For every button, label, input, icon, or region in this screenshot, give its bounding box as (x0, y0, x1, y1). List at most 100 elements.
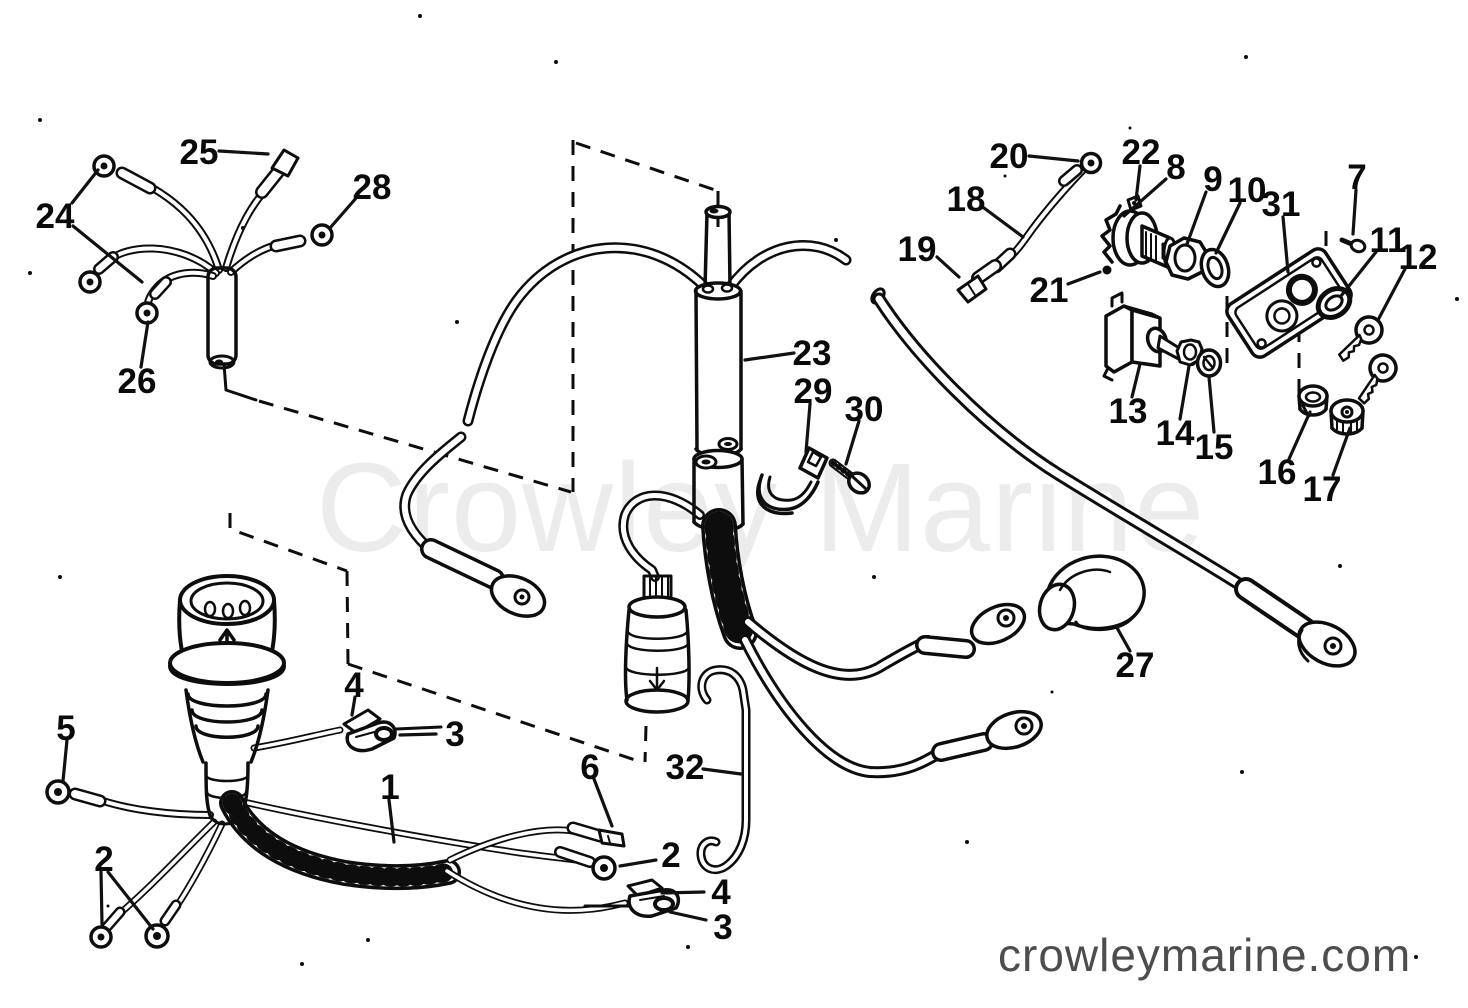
callout-leader-line (328, 195, 359, 230)
callout-label-17: 17 (1303, 470, 1342, 509)
battery-cable (870, 287, 1357, 668)
callout-label-23: 23 (793, 334, 832, 373)
callout-leader-line (1066, 270, 1102, 286)
callout-leader-line (1185, 190, 1208, 246)
callout-label-11: 11 (1370, 221, 1407, 260)
callout-label-15: 15 (1195, 428, 1234, 467)
callout-leader-line (1122, 177, 1168, 218)
dashed-group-lines (228, 140, 1328, 765)
callout-leader-line (1178, 364, 1191, 421)
wrapped-cable-1 (222, 793, 458, 887)
callout-leader-line (668, 910, 708, 922)
callout-leader-line (935, 255, 961, 279)
callout-label-20: 20 (990, 137, 1029, 176)
cable-tube-23 (693, 281, 743, 301)
callout-label-2: 2 (94, 840, 113, 879)
clamp-screw (828, 458, 871, 495)
toggle-switch (1102, 291, 1197, 382)
flat-washer (1199, 247, 1231, 289)
callout-label-19: 19 (898, 230, 937, 269)
callout-label-12: 12 (1399, 238, 1438, 277)
cable-lug (489, 574, 547, 618)
callout-label-3: 3 (713, 908, 732, 947)
callout-leader-line (701, 767, 743, 776)
callout-label-27: 27 (1116, 646, 1155, 685)
callout-label-31: 31 (1262, 185, 1301, 224)
callout-label-4: 4 (711, 873, 731, 912)
callout-leader-line (99, 869, 104, 926)
callout-label-22: 22 (1122, 133, 1161, 172)
callout-leader-line (398, 732, 438, 737)
callout-label-6: 6 (580, 748, 599, 787)
ignition-keys (1337, 315, 1398, 405)
callout-leader-line (1331, 426, 1352, 477)
callout-leader-line (1114, 624, 1132, 653)
battery-lead-lug-lower (985, 709, 1043, 751)
callout-label-10: 10 (1228, 171, 1267, 210)
callout-label-8: 8 (1166, 148, 1185, 187)
callout-leader-line (1214, 201, 1242, 255)
callout-label-21: 21 (1030, 271, 1069, 310)
motor-cable-assembly (399, 204, 1043, 779)
callout-leader-line (660, 890, 706, 895)
harness-sleeve (206, 266, 238, 366)
callout-leader-line (71, 224, 144, 284)
callout-leader-line (350, 695, 357, 717)
knob-plain (1297, 384, 1329, 417)
cable-clamp (756, 446, 829, 516)
callout-leader-line (1207, 375, 1216, 434)
clip-strap-upper (342, 708, 382, 735)
callout-label-18: 18 (947, 180, 986, 219)
callout-label-16: 16 (1258, 453, 1297, 492)
lockwasher-21 (1102, 265, 1112, 275)
callout-leader-line (804, 402, 812, 454)
callout-label-26: 26 (118, 362, 157, 401)
site-url-text: crowleymarine.com (998, 929, 1411, 981)
callout-leader-line (217, 149, 270, 156)
callout-leader-line (743, 351, 796, 362)
callout-leader-line (1339, 250, 1378, 298)
callout-label-24: 24 (36, 197, 75, 236)
bezel-nut (1164, 236, 1210, 281)
spade-terminal-25 (270, 148, 300, 178)
elbow-boot (1037, 554, 1146, 632)
callout-leader-line (1287, 410, 1312, 461)
spade-terminal-6 (597, 828, 626, 848)
callout-leader-line (387, 798, 396, 844)
stop-wire (956, 151, 1103, 304)
callout-leader-line (106, 870, 155, 931)
callout-label-3: 3 (445, 715, 464, 754)
scan-noise (28, 14, 1459, 966)
callout-leader-line (1351, 188, 1358, 236)
callout-leader-line (61, 738, 69, 783)
callout-leader-line (139, 320, 150, 369)
callout-leader-line (592, 777, 614, 828)
callout-leader-line (844, 419, 861, 466)
lock-washer (1195, 348, 1223, 378)
callout-leader-line (1027, 154, 1080, 163)
battery-lead-lug-upper (969, 602, 1027, 646)
callout-leader-line (1376, 267, 1407, 322)
knob-ribbed (1329, 398, 1365, 436)
retainer-rod (696, 665, 751, 874)
clip-strap-lower (626, 878, 664, 898)
callout-label-1: 1 (380, 768, 399, 807)
callout-label-2: 2 (661, 836, 680, 875)
callout-leader-line (618, 858, 658, 868)
callout-label-32: 32 (666, 748, 705, 787)
key-cover-cap (627, 595, 687, 619)
panel-screw (1339, 237, 1367, 254)
instrument-wire-harness (78, 148, 334, 402)
callout-leader-line (1130, 362, 1142, 399)
callout-label-5: 5 (56, 709, 75, 748)
switch-panel-plate (1225, 247, 1353, 359)
callout-label-28: 28 (353, 168, 392, 207)
callout-leader-line (982, 206, 1025, 239)
plug-connector-harness (45, 574, 681, 949)
callout-label-4: 4 (344, 666, 364, 705)
callout-label-29: 29 (794, 372, 833, 411)
callout-label-30: 30 (845, 390, 884, 429)
